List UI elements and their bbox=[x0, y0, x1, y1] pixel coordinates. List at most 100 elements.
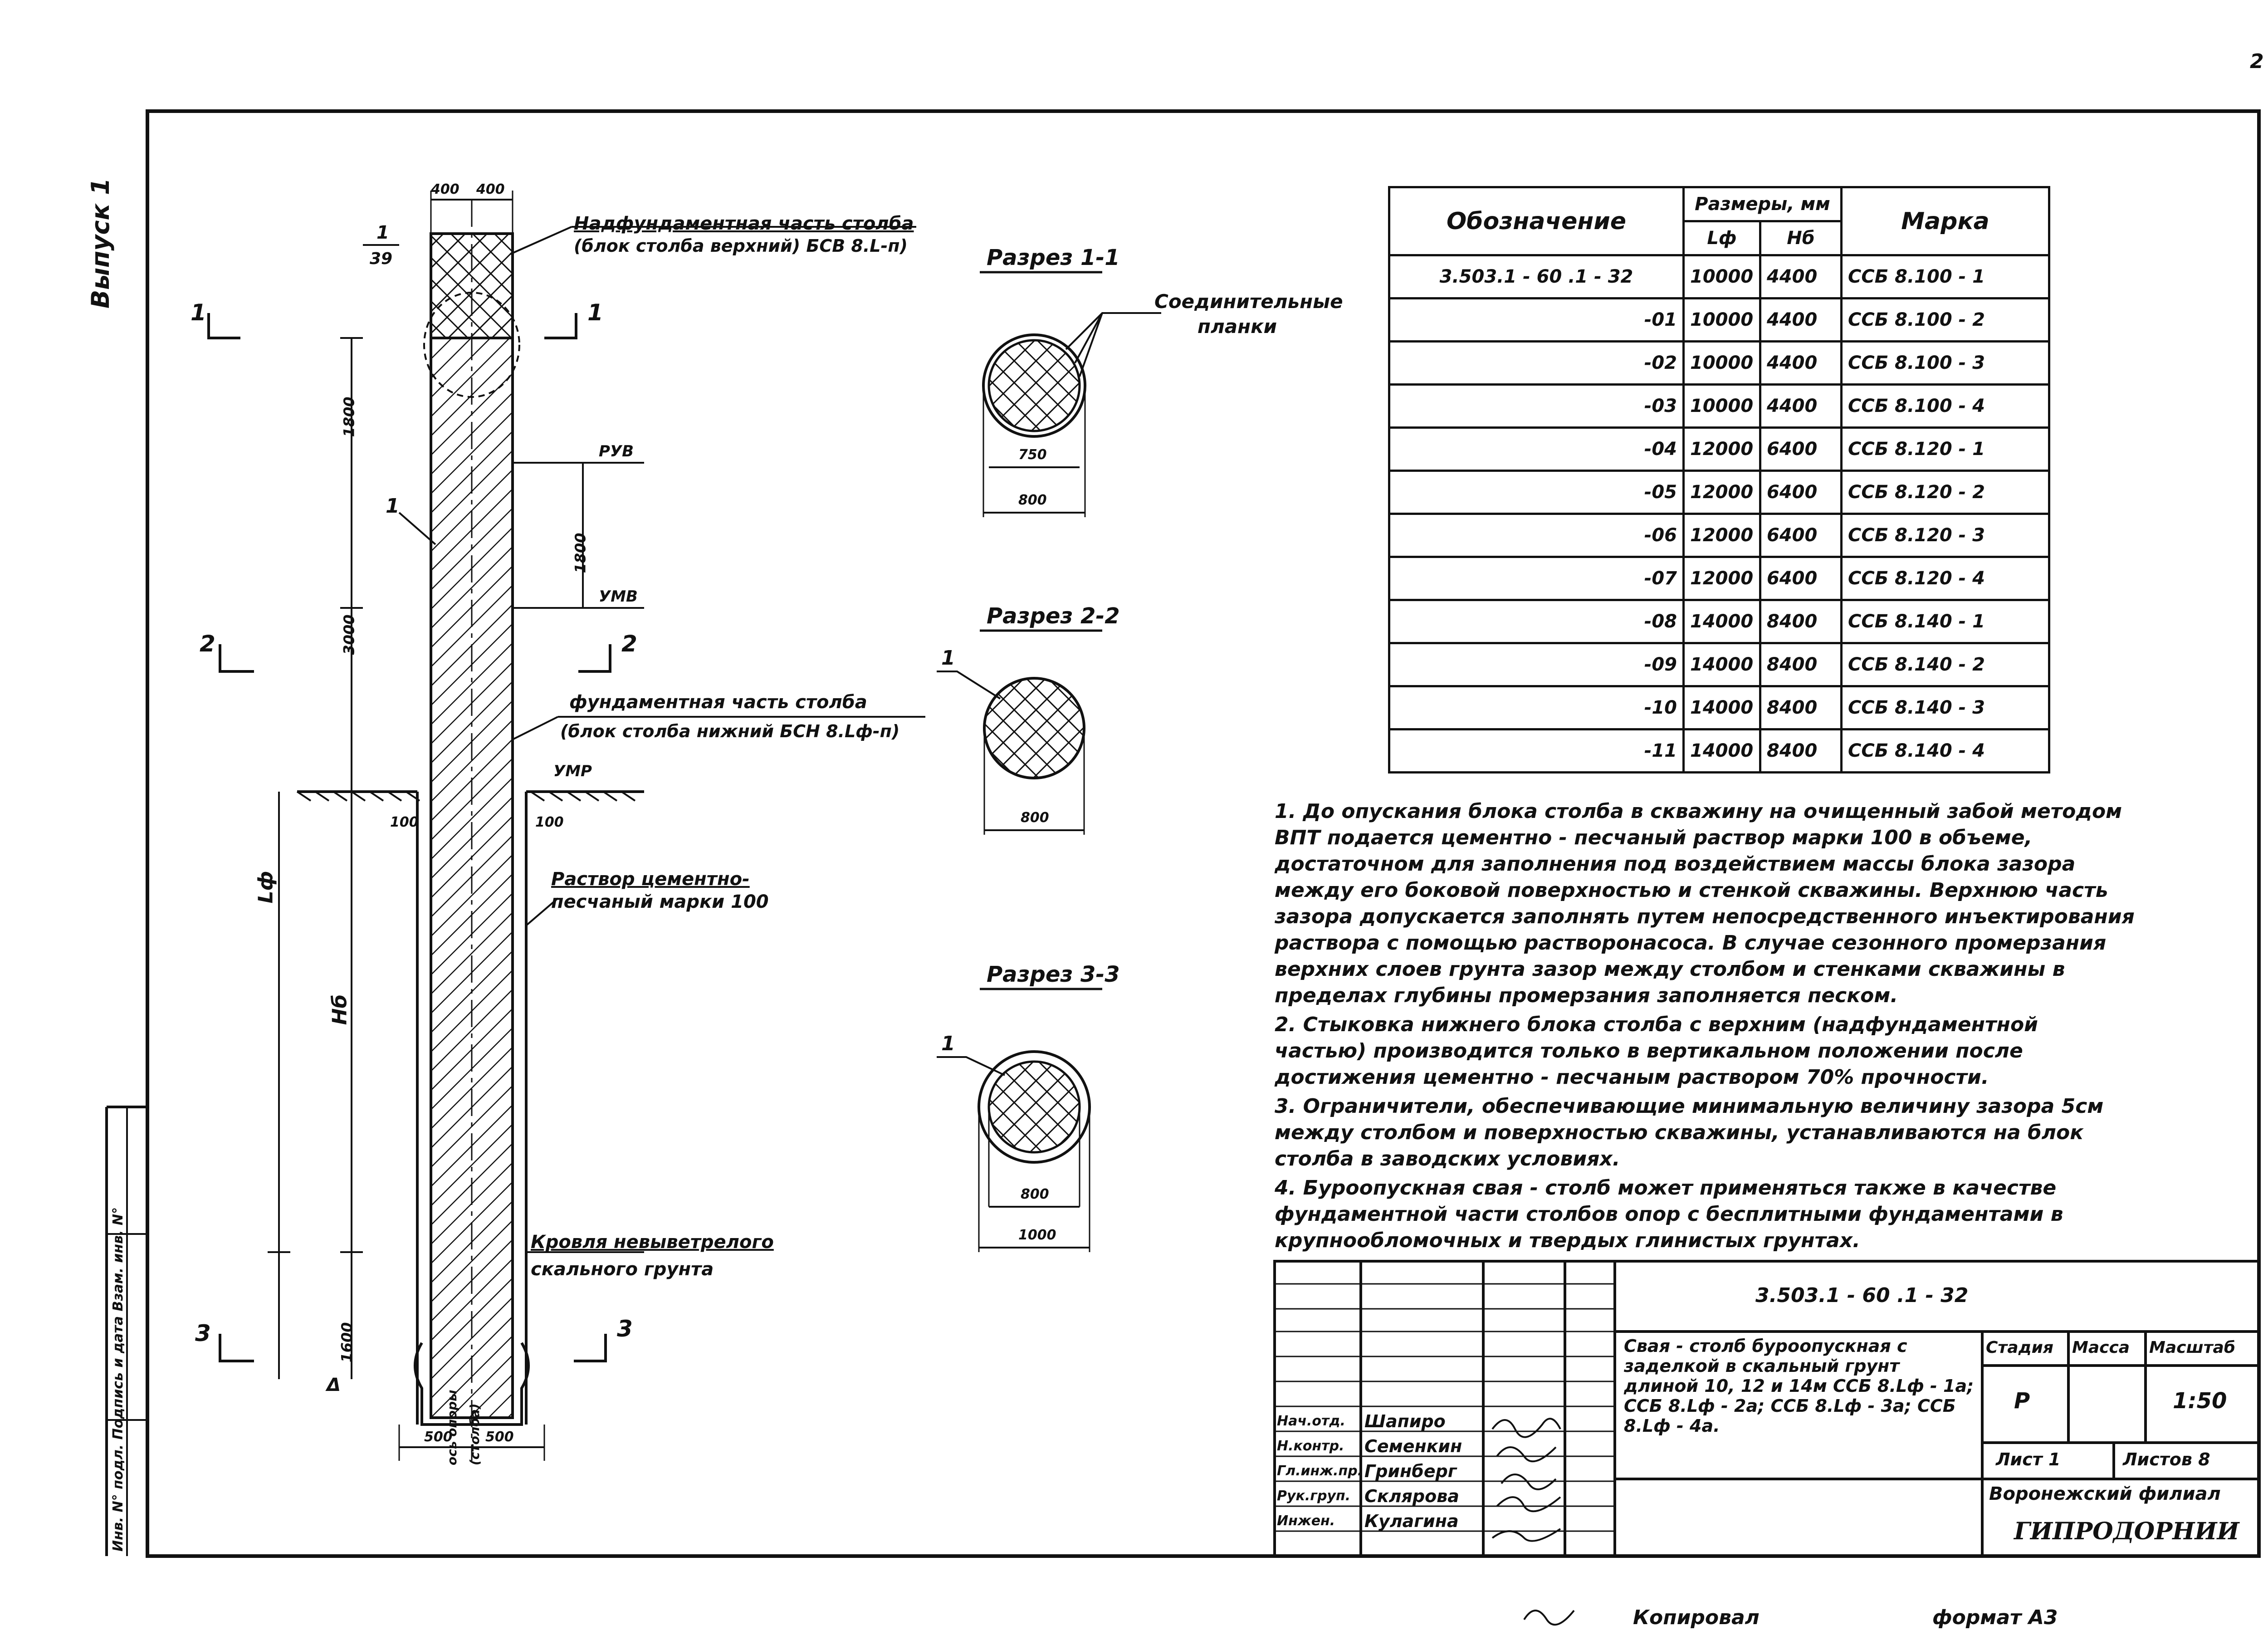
cell-mark: ССБ 8.120 - 3 bbox=[1840, 513, 2050, 558]
tb-mass-label: Масса bbox=[2072, 1338, 2130, 1357]
section-mark-2-left: 2 bbox=[200, 631, 215, 657]
dim-100-right: 100 bbox=[535, 814, 564, 830]
tb-sheet: Лист 1 bbox=[1996, 1449, 2061, 1469]
label-axis: ось опоры bbox=[445, 1390, 459, 1465]
cell-mark: ССБ 8.100 - 3 bbox=[1840, 340, 2050, 386]
note-item: 4. Буроопускная свая - столб может приме… bbox=[1275, 1176, 2063, 1252]
section-1-dim-outer: 800 bbox=[1018, 492, 1047, 508]
scale-label-39: 39 bbox=[370, 250, 393, 268]
tb-stage-label: Стадия bbox=[1986, 1338, 2053, 1357]
cell-l: 14000 bbox=[1682, 599, 1761, 644]
dim-1800: 1800 bbox=[340, 397, 358, 437]
bottom-part-title: фундаментная часть столба bbox=[569, 692, 867, 713]
cell-designation: -05 bbox=[1388, 470, 1685, 515]
tb-role: Нач.отд. bbox=[1277, 1413, 1345, 1429]
note-item: 2. Стыковка нижнего блока столба с верхн… bbox=[1275, 1013, 2038, 1089]
dim-100-left: 100 bbox=[390, 814, 419, 830]
section-1-title: Разрез 1-1 bbox=[987, 245, 1120, 270]
section-2-title: Разрез 2-2 bbox=[987, 603, 1120, 629]
note-item: 1. До опускания блока столба в скважину … bbox=[1275, 800, 2135, 1007]
scale-label-1: 1 bbox=[376, 222, 389, 243]
section-mark-1-left: 1 bbox=[191, 299, 206, 326]
cell-h: 6400 bbox=[1759, 556, 1843, 601]
cell-designation: -03 bbox=[1388, 383, 1685, 429]
section-mark-1-right: 1 bbox=[587, 299, 603, 326]
cell-mark: ССБ 8.140 - 3 bbox=[1840, 685, 2050, 730]
cell-l: 12000 bbox=[1682, 556, 1761, 601]
label-l: Lф bbox=[254, 871, 278, 904]
section-mark-3-right: 3 bbox=[617, 1316, 633, 1342]
page-number: 2 bbox=[2250, 50, 2264, 73]
cell-h: 4400 bbox=[1759, 297, 1843, 343]
label-umv: УМВ bbox=[599, 588, 638, 606]
section-2-circle bbox=[983, 677, 1085, 779]
section-3-callout: 1 bbox=[941, 1032, 955, 1055]
tb-role: Рук.груп. bbox=[1277, 1488, 1351, 1504]
dim-3000: 3000 bbox=[340, 614, 358, 655]
tb-role: Гл.инж.пр. bbox=[1277, 1463, 1363, 1479]
cell-designation: -02 bbox=[1388, 340, 1685, 386]
tb-stage: Р bbox=[2014, 1388, 2030, 1414]
mortar-label: Раствор цементно- bbox=[551, 869, 750, 890]
section-1-dim-inner: 750 bbox=[1018, 447, 1047, 463]
tb-org1: Воронежский филиал bbox=[1989, 1483, 2221, 1504]
cell-designation: -04 bbox=[1388, 426, 1685, 472]
cell-h: 6400 bbox=[1759, 513, 1843, 558]
dim-500-right: 500 bbox=[485, 1429, 514, 1445]
label-umr: УМР bbox=[553, 762, 592, 780]
label-ruv: РУВ bbox=[599, 442, 634, 460]
tb-name: Склярова bbox=[1364, 1486, 1459, 1506]
section-1-callout: Соединительные bbox=[1154, 290, 1343, 313]
bottom-part-sub: (блок столба нижний БСН 8.Lф-п) bbox=[560, 721, 900, 741]
mortar-label2: песчаный марки 100 bbox=[551, 891, 769, 912]
top-part-sub: (блок столба верхний) БСВ 8.L-п) bbox=[574, 236, 908, 256]
cell-h: 6400 bbox=[1759, 470, 1843, 515]
cell-mark: ССБ 8.100 - 4 bbox=[1840, 383, 2050, 429]
header-mark: Марка bbox=[1840, 186, 2050, 256]
cell-l: 14000 bbox=[1682, 728, 1761, 774]
tb-role: Н.контр. bbox=[1277, 1438, 1344, 1454]
side-inventory: Инв. N° подл. Подпись и дата Взам. инв. … bbox=[110, 1207, 126, 1552]
section-3-inner bbox=[987, 1060, 1081, 1154]
cell-h: 8400 bbox=[1759, 685, 1843, 730]
tb-name: Шапиро bbox=[1364, 1411, 1446, 1431]
cell-h: 4400 bbox=[1759, 254, 1843, 299]
tb-sheets: Листов 8 bbox=[2123, 1449, 2210, 1469]
sheet-frame bbox=[146, 109, 2261, 1558]
label-h: Hб bbox=[328, 994, 352, 1025]
cell-l: 12000 bbox=[1682, 470, 1761, 515]
spec-table: Обозначение Размеры, мм Марка Lф Hб 3.50… bbox=[1388, 186, 2050, 774]
cell-l: 12000 bbox=[1682, 426, 1761, 472]
cell-mark: ССБ 8.140 - 2 bbox=[1840, 642, 2050, 687]
leader-1: 1 bbox=[386, 494, 400, 518]
cell-designation: -09 bbox=[1388, 642, 1685, 687]
cell-l: 12000 bbox=[1682, 513, 1761, 558]
cell-h: 8400 bbox=[1759, 642, 1843, 687]
cell-mark: ССБ 8.120 - 2 bbox=[1840, 470, 2050, 515]
notes: 1. До опускания блока столба в скважину … bbox=[1275, 798, 2136, 1257]
cell-designation: -06 bbox=[1388, 513, 1685, 558]
cell-designation: -01 bbox=[1388, 297, 1685, 343]
cell-designation: -11 bbox=[1388, 728, 1685, 774]
cell-h: 4400 bbox=[1759, 340, 1843, 386]
section-3-dim-outer: 1000 bbox=[1018, 1227, 1056, 1243]
header-sizes: Размеры, мм bbox=[1682, 186, 1843, 222]
note-item: 3. Ограничители, обеспечивающие минималь… bbox=[1275, 1095, 2104, 1170]
section-3-dim-inner: 800 bbox=[1021, 1186, 1049, 1202]
header-designation: Обозначение bbox=[1388, 186, 1685, 256]
header-l: Lф bbox=[1682, 220, 1761, 256]
cell-l: 10000 bbox=[1682, 297, 1761, 343]
footer-format: формат А3 bbox=[1932, 1606, 2058, 1629]
tb-org2: ГИПРОДОРНИИ bbox=[2014, 1518, 2239, 1545]
dim-top-right: 400 bbox=[476, 181, 505, 197]
cell-designation: -08 bbox=[1388, 599, 1685, 644]
